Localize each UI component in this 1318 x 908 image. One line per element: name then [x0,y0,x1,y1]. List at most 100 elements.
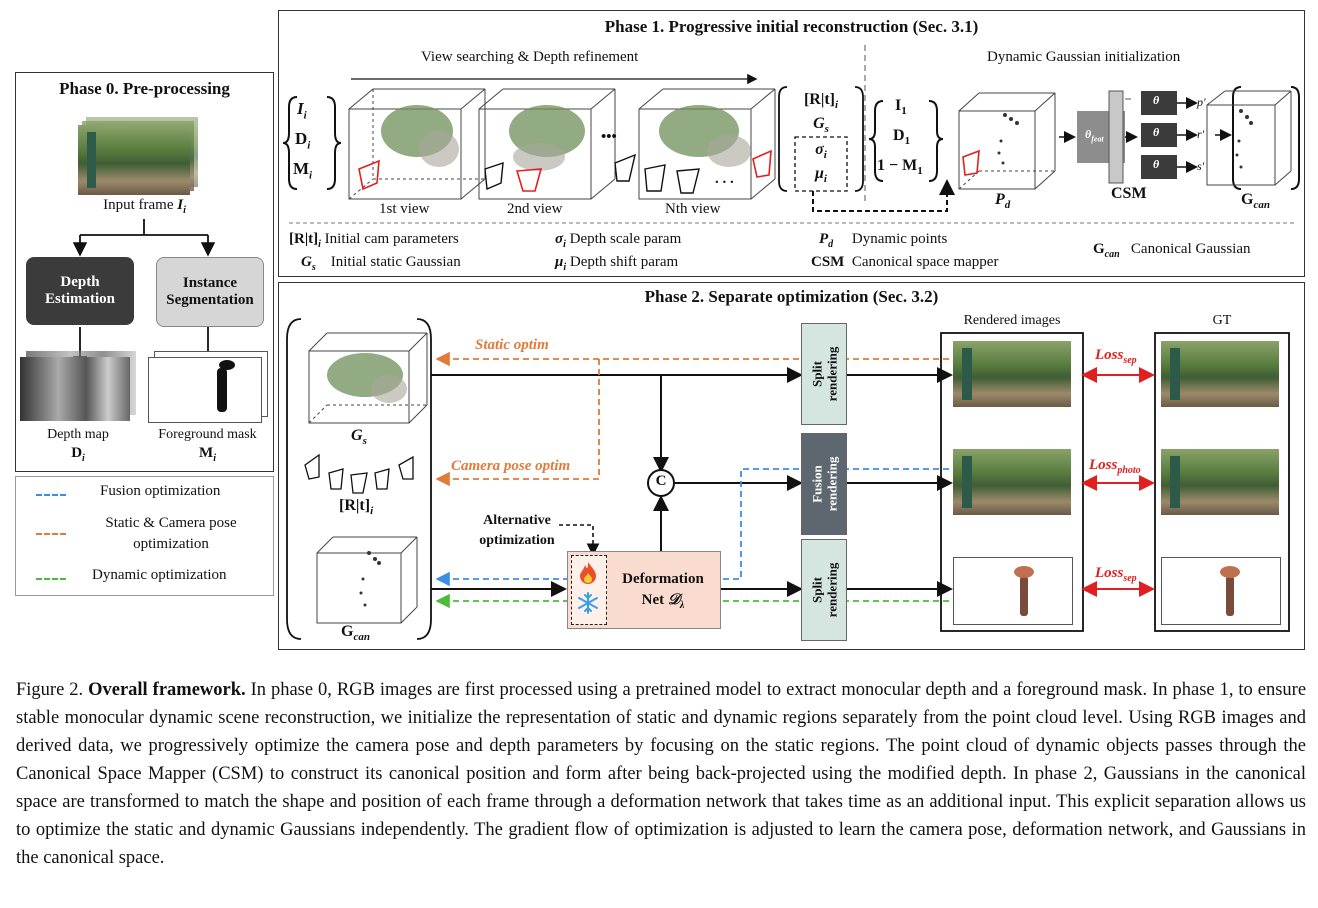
p1-legend-mu: μi Depth shift param [555,254,678,273]
caption-text: In phase 0, RGB images are first process… [16,680,1307,868]
dyn-input-i: I1 [895,97,907,117]
p1-legend-gs-text: Initial static Gaussian [330,254,461,270]
gcan-sym: G [1241,191,1254,208]
p1-legend-pd-text: Dynamic points [851,231,948,247]
figure-caption: Figure 2. Overall framework. In phase 0,… [16,676,1306,872]
theta-p-label: θ [1153,93,1160,107]
p2-gcan-cube [316,536,418,624]
phase2-title: Phase 2. Separate optimization (Sec. 3.2… [644,287,939,306]
input-frame-text: Input frame [103,197,174,213]
mask-silhouette-head [219,360,235,370]
view-box-2 [478,88,616,200]
split-rendering-2: Split rendering [801,539,847,641]
p1-legend-sigma: σi Depth scale param [555,231,681,250]
pd-sub: d [1004,199,1011,212]
out-sigma: σi [783,141,859,161]
deformation-line1: Deformation [622,571,704,587]
phase0-title: Phase 0. Pre-processing [59,79,230,98]
p1-legend-gs-sym: G [301,254,312,270]
legend-static-line [36,533,66,535]
dyn-input-m: 1 − M1 [877,157,923,177]
gt-image-dynamic [1161,557,1281,625]
out-mu-sub: i [823,173,827,186]
p2-rt-label: [R|t]i [339,497,373,517]
deform-sub: λ [679,600,685,611]
mask-silhouette [217,368,227,412]
dyn-m-sym: 1 − M [877,157,918,174]
p1-legend-gcan-sym: G [1093,241,1105,257]
phase1-left-heading: View searching & Depth refinement [421,49,639,65]
loss-sep-2-sym: Loss [1095,565,1124,581]
p1-legend-mu-sym: μ [555,254,564,270]
p1-legend-sigma-sym: σ [555,231,564,247]
p1-sub-d: i [307,139,311,152]
foreground-mask-label: Foreground mask [158,427,257,442]
dyn-m-sub: 1 [917,165,923,178]
gt-image-static [1161,341,1279,407]
theta-s-label: θ [1153,157,1160,171]
split-rendering-1-label: Split rendering [809,346,839,402]
loss-sep-1-sym: Loss [1095,347,1124,363]
dyn-d-sub: 1 [904,135,911,148]
p1-legend-gcan-sub: can [1104,249,1120,260]
loss-photo: Lossphoto [1089,457,1141,476]
loss-photo-sub: photo [1117,465,1141,476]
input-frame-symbol: I [177,197,184,213]
view-box-n [614,88,776,200]
phase1-input-m: Mi [293,159,312,181]
fire-icon [575,559,601,587]
phase2-graphics [286,318,1290,640]
p1-sym-d: D [295,129,308,148]
loss-sep-2-sub: sep [1123,573,1137,584]
out-s-label: s′ [1197,159,1205,173]
p2-gs-label: Gs [351,427,367,447]
rendered-image-fusion [953,449,1071,515]
out-sigma-sub: i [823,149,827,162]
p1-legend-rt-sub: i [318,239,321,250]
gt-image-fusion [1161,449,1279,515]
depth-map-image [20,357,130,421]
p2-gcan-sub: can [353,631,370,644]
pd-sym: P [995,191,1005,208]
csm-label: CSM [1111,185,1147,202]
pd-label: Pd [995,191,1010,211]
phase1-right-heading: Dynamic Gaussian initialization [987,49,1181,65]
loss-photo-sym: Loss [1089,457,1118,473]
phase1-input-d: Di [295,129,310,151]
fg-mask-sym: M [199,445,214,461]
p1-legend-rt-text: Initial cam parameters [324,231,459,247]
phase1-input-i: Ii [297,99,307,121]
deformation-line2: Net 𝒟λ [609,591,717,611]
p1-legend-gs-sub: s [311,262,316,273]
caption-fig: Figure 2. [16,680,84,700]
foreground-mask-image [148,357,262,423]
p1-legend-mu-text: Depth shift param [569,254,679,270]
p1-legend-rt-sym: [R|t] [289,231,319,247]
depth-map-symbol: Di [16,445,140,464]
p1-legend-csm-text: Canonical space mapper [851,254,999,270]
pd-cube [958,92,1056,190]
p1-legend-csm-sym: CSM [811,254,845,270]
phase0-panel: Phase 0. Pre-processing Input frame Ii D… [15,72,274,472]
dyn-d-sym: D [893,127,905,144]
legend-static-label: Static & Camera pose optimization [105,515,237,552]
legend-dynamic-line [36,578,66,580]
out-gs-sym: G [813,115,825,132]
depth-map-label: Depth map [47,427,109,442]
snowflake-icon [575,589,601,617]
dyn-input-d: D1 [893,127,910,147]
gt-label: GT [1212,313,1232,328]
gcan-label: Gcan [1241,191,1270,211]
view1-label: 1st view [379,201,430,217]
out-sigma-sym: σ [815,141,824,158]
out-rt: [R|t]i [783,91,859,111]
rendered-dynamic-figure [1020,576,1028,616]
legend-dynamic-label: Dynamic optimization [92,567,227,583]
rendered-image-dynamic [953,557,1073,625]
p2-gs-sym: G [351,427,363,444]
p1-sub-m: i [309,169,313,182]
input-frame-label: Input frame Ii [16,197,273,216]
caption-bold: Overall framework. [88,680,246,700]
deform-net-word: Net [641,592,665,608]
dyn-i-sub: 1 [901,105,907,118]
